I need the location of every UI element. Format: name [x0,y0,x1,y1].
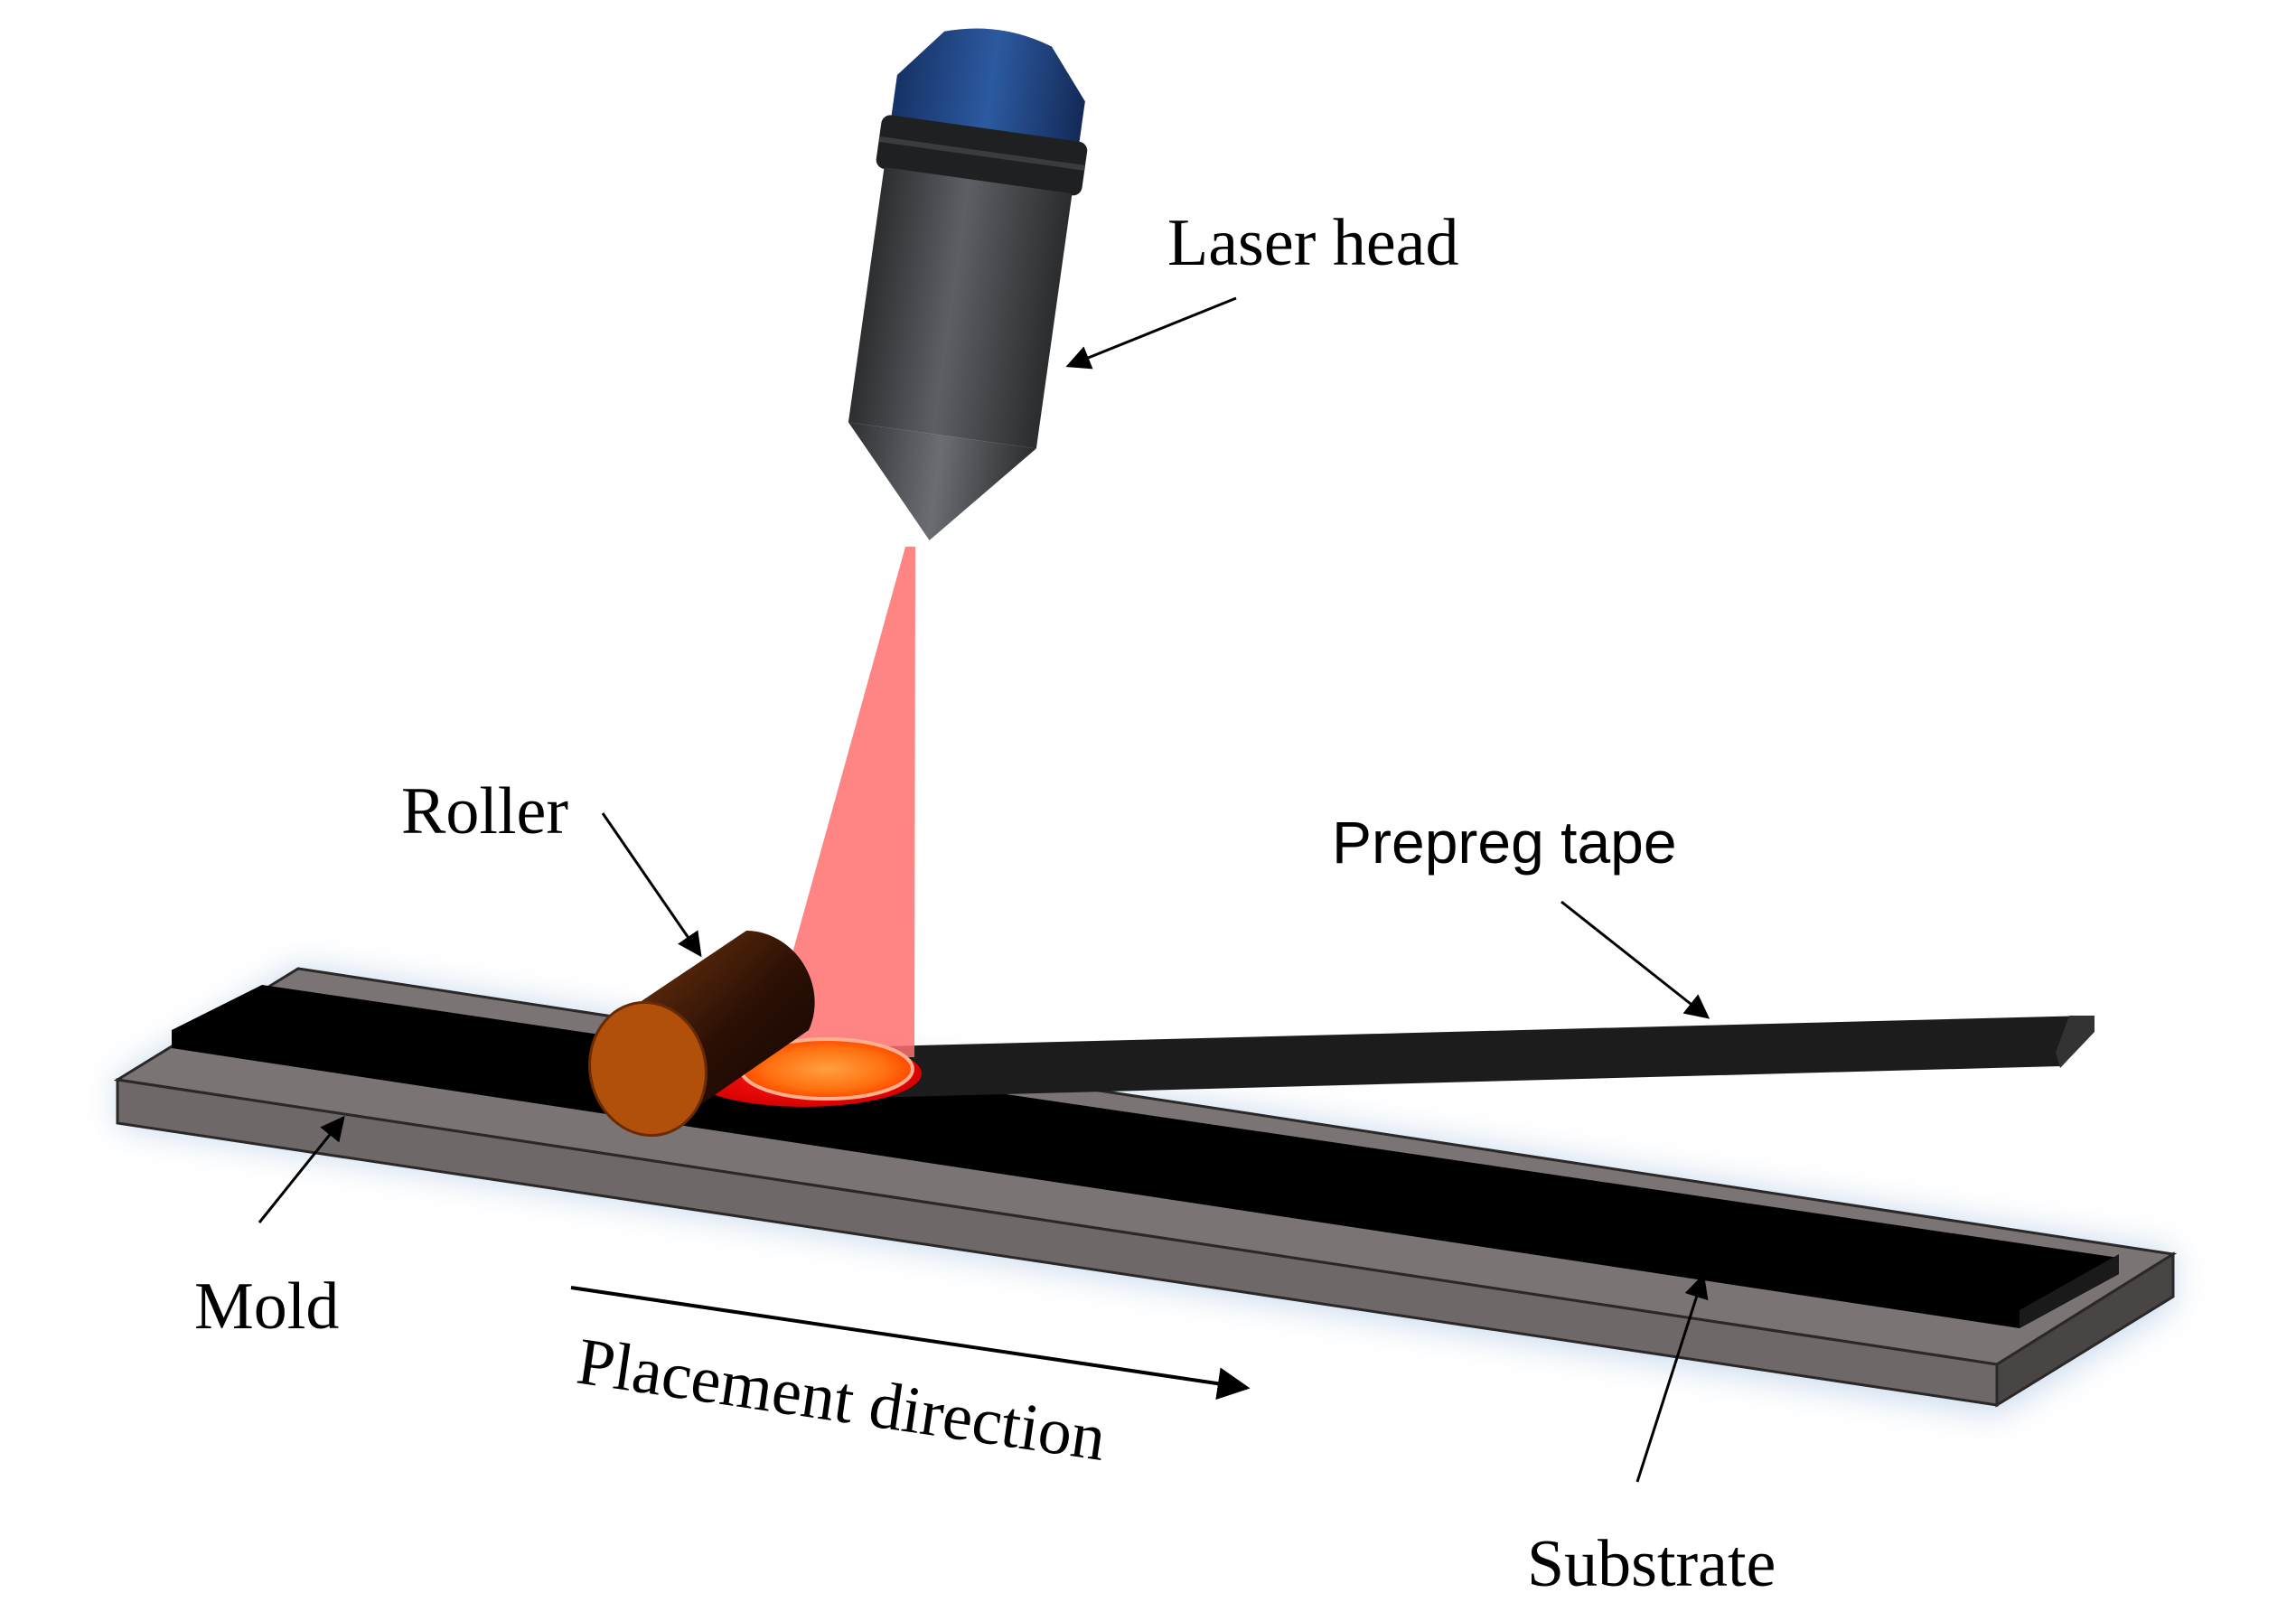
laser-head-collar-line [878,136,1086,171]
laser-head-cap-top [890,28,1085,151]
tape-strip [813,1016,2095,1098]
mold-label: Mold [194,1270,339,1344]
placement-direction-label: Placement direction [573,1325,1111,1476]
annotation-arrows [258,296,1710,1483]
prepreg-tape-label: Prepreg tape [1332,809,1677,876]
laser-head-nozzle [848,422,1036,540]
laser-head-arrow [1065,296,1237,370]
roller [588,931,815,1138]
mold-arrow [258,1115,345,1223]
substrate-arrow [1635,1273,1709,1483]
substrate-label: Substrate [1527,1527,1776,1601]
laser-head-body [848,166,1073,449]
mold-end-face [1995,1251,2175,1408]
roller-arrow [601,812,702,958]
laser-beam [764,547,915,1057]
roller-label: Roller [401,774,568,848]
laser-head-label: Laser head [1167,206,1459,280]
prepreg-tape [813,1016,2095,1098]
laser-head [848,28,1088,540]
substrate-end [2020,1254,2119,1328]
roller-side-face [588,1000,708,1138]
placement-direction-arrow [570,1286,1251,1401]
tape-end [2056,1016,2095,1068]
prepreg-tape-arrow [1560,900,1710,1019]
